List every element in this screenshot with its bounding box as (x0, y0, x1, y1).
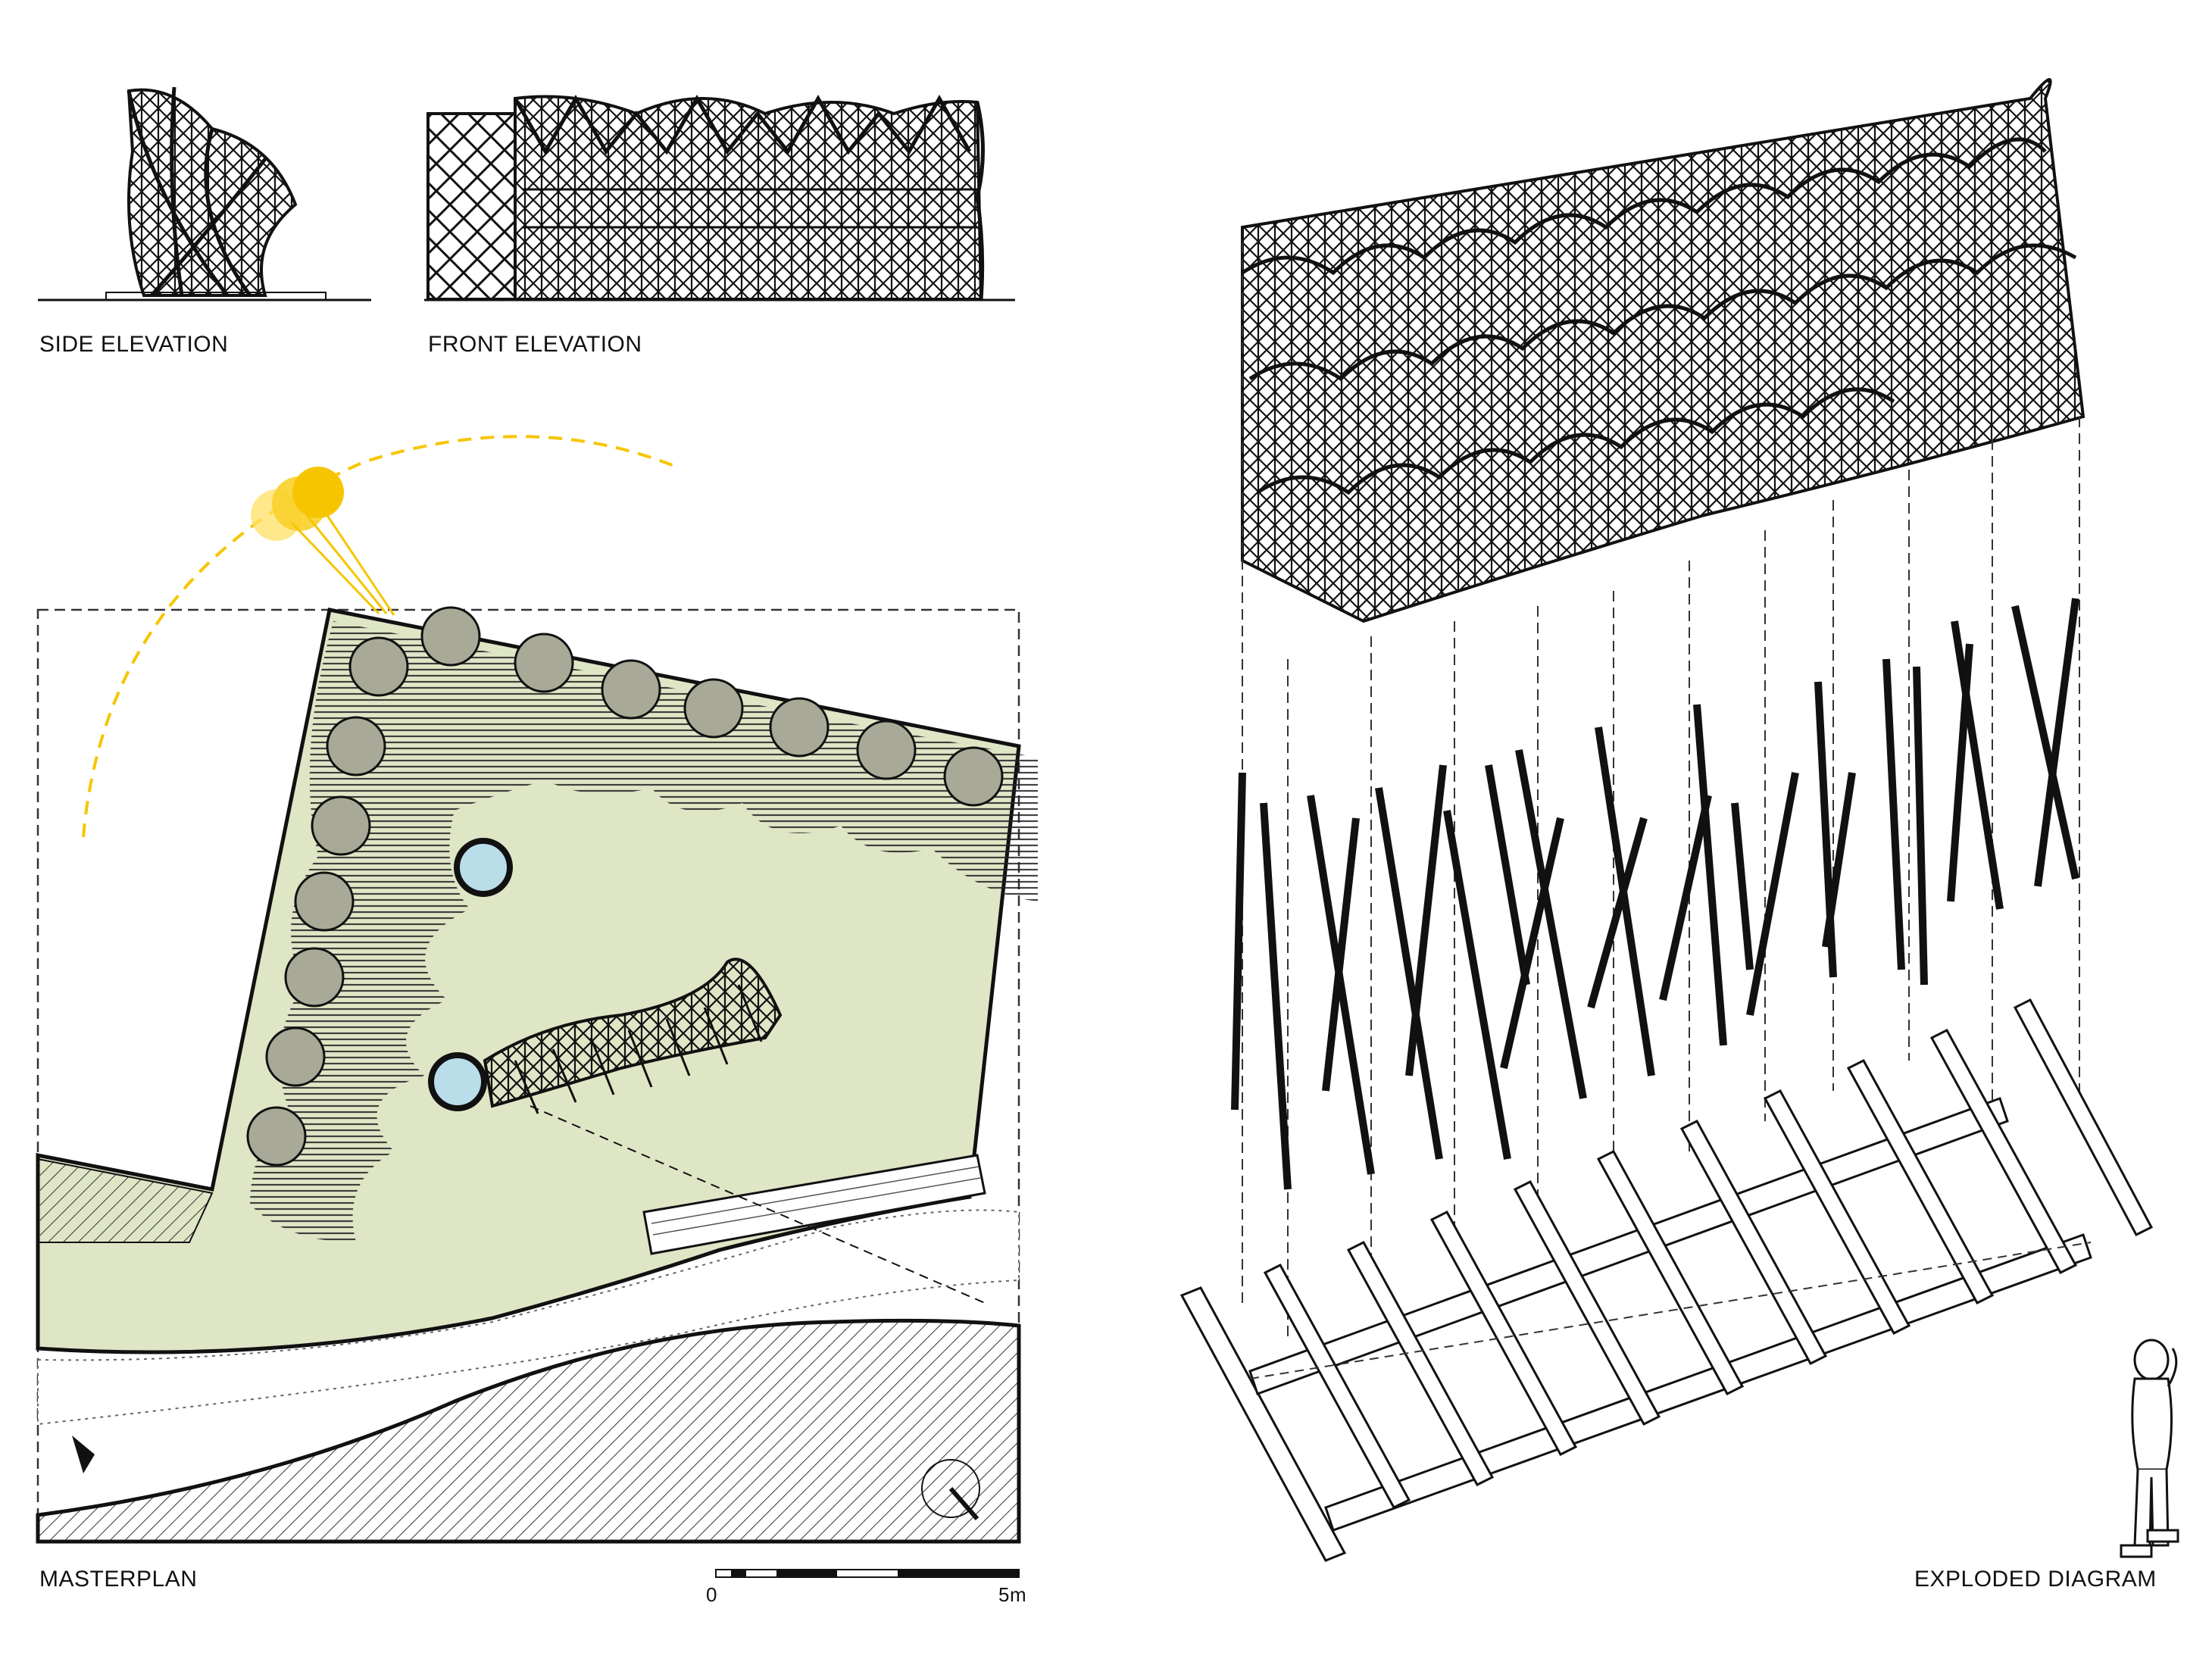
tree (246, 1106, 307, 1167)
exploded-diagram-label: EXPLODED DIAGRAM (1914, 1567, 2157, 1592)
tree (265, 1026, 326, 1087)
tree (311, 795, 371, 856)
foundation-grid (1179, 998, 2154, 1562)
sun-icon (251, 467, 395, 616)
tree (326, 716, 386, 776)
sun-path (82, 435, 675, 838)
front-elevation-label: FRONT ELEVATION (428, 332, 642, 357)
scale-bar (715, 1569, 1020, 1578)
tree (943, 746, 1004, 807)
road-area (36, 1318, 1021, 1544)
footpath (37, 1209, 1020, 1426)
tree (420, 606, 481, 667)
masterplan-drawing (36, 435, 1038, 1578)
column-layer (1231, 598, 2079, 1190)
masterplan-label: MASTERPLAN (39, 1567, 198, 1592)
tree (856, 720, 917, 780)
scale-bar-start-label: 0 (706, 1583, 717, 1606)
scale-bar-end-label: 5m (998, 1583, 1027, 1606)
tree (601, 659, 661, 720)
canopy-shell (1241, 78, 2085, 623)
side-elevation-label: SIDE ELEVATION (39, 332, 229, 357)
north-arrow-icon (921, 1459, 980, 1520)
tree (769, 697, 830, 758)
entry-arrow-icon (72, 1436, 95, 1473)
tree (294, 871, 355, 932)
tree-shadows (250, 621, 1038, 1242)
tree (348, 636, 409, 697)
tree (683, 678, 744, 739)
tree (514, 633, 574, 693)
tree (284, 947, 345, 1008)
human-figure-icon (2120, 1339, 2179, 1558)
exploded-diagram-drawing (1179, 78, 2179, 1562)
pond (454, 838, 513, 897)
side-elevation-drawing (38, 86, 371, 301)
tree-row (246, 606, 1004, 1167)
front-elevation-drawing (424, 94, 1015, 301)
pavilion-plan (483, 958, 986, 1304)
pond (428, 1052, 487, 1111)
